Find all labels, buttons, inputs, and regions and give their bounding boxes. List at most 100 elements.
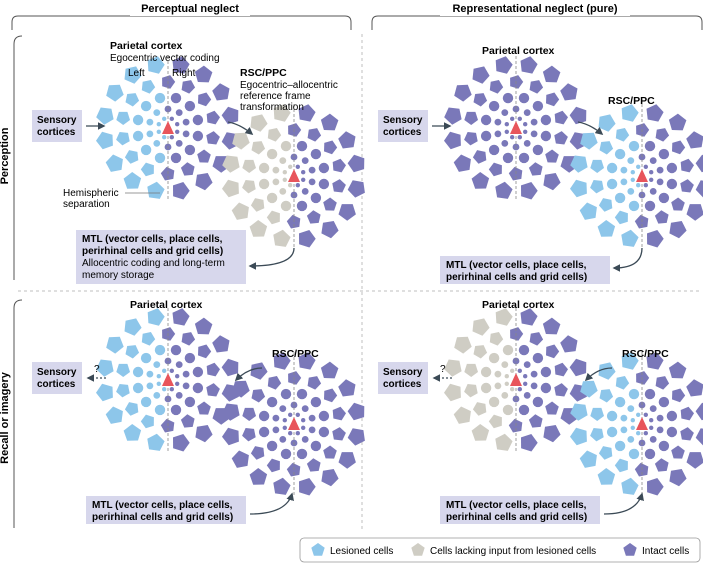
cell-pentagon: [570, 428, 587, 446]
cell-dot: [281, 449, 291, 459]
cell-pentagon: [616, 128, 629, 142]
cell-pentagon: [288, 371, 301, 385]
cell-dot: [531, 119, 538, 126]
cell-dot: [141, 145, 151, 155]
cell-pentagon: [267, 459, 280, 473]
cell-dot: [519, 153, 529, 163]
cell-dot: [495, 371, 502, 378]
cell-dot: [518, 387, 522, 391]
cell-pentagon: [197, 402, 211, 415]
cell-dot: [153, 109, 160, 116]
tl-sensory-2: cortices: [37, 127, 76, 138]
cell-pentagon: [570, 107, 587, 125]
cell-dot: [650, 157, 657, 164]
cell-pentagon: [207, 111, 220, 125]
tl-hemispheric-1: Hemispheric: [63, 188, 119, 199]
cell-pentagon: [250, 220, 268, 237]
cell-pentagon: [510, 327, 523, 341]
cell-pentagon: [273, 478, 290, 495]
cell-dot: [650, 405, 657, 412]
cell-dot: [283, 170, 287, 174]
bl-rsc-label: RSC/PPC: [272, 348, 319, 360]
cell-dot: [297, 141, 307, 151]
cell-pentagon: [543, 318, 561, 335]
cell-pentagon: [250, 468, 268, 485]
cell-pentagon: [590, 408, 604, 421]
cell-dot: [157, 122, 161, 126]
bl-question-mark: ?: [94, 364, 100, 375]
cell-pentagon: [242, 408, 256, 421]
cell-pentagon: [621, 478, 638, 495]
header-representational-neglect: Representational neglect (pure): [452, 3, 617, 15]
cell-pentagon: [96, 384, 113, 402]
cell-dot: [631, 426, 635, 430]
cell-pentagon: [124, 424, 142, 441]
cell-pentagon: [444, 108, 461, 125]
cell-pentagon: [321, 469, 338, 486]
cell-dot: [301, 170, 305, 174]
br-sensory-1: Sensory: [383, 367, 423, 378]
cell-pentagon: [333, 407, 346, 421]
cell-pentagon: [444, 360, 461, 377]
cell-pentagon: [473, 66, 490, 83]
cell-pentagon: [268, 376, 281, 390]
cell-dot: [267, 441, 277, 451]
cell-pentagon: [580, 203, 597, 220]
tl-left-label: Left: [128, 68, 145, 79]
cell-dot: [176, 109, 183, 116]
cell-pentagon: [554, 131, 568, 144]
right-header-bracket: [372, 16, 702, 30]
cell-pentagon: [590, 180, 604, 193]
cell-dot: [649, 426, 653, 430]
cell-dot: [505, 130, 509, 134]
cell-dot: [297, 449, 307, 459]
cell-pentagon: [489, 415, 502, 429]
cell-dot: [185, 353, 195, 363]
cell-pentagon: [636, 371, 649, 385]
cell-pentagon: [474, 93, 488, 106]
cell-dot: [621, 167, 628, 174]
cell-pentagon: [348, 155, 365, 173]
cell-dot: [629, 389, 639, 399]
cell-dot: [636, 413, 640, 417]
cell-dot: [523, 382, 527, 386]
cell-pentagon: [686, 131, 703, 148]
cell-dot: [533, 397, 543, 407]
cell-dot: [183, 131, 190, 138]
cell-dot: [175, 374, 179, 378]
cell-dot: [193, 367, 203, 377]
cell-pentagon: [252, 141, 266, 154]
cell-pentagon: [545, 150, 559, 163]
cell-pentagon: [321, 221, 338, 238]
cell-dot: [505, 374, 509, 378]
cell-pentagon: [696, 180, 703, 197]
cell-dot: [162, 117, 166, 121]
cell-pentagon: [106, 155, 123, 172]
cell-dot: [283, 178, 287, 182]
cell-dot: [147, 119, 154, 126]
cell-pentagon: [600, 389, 614, 402]
cell-pentagon: [251, 362, 268, 379]
cell-pentagon: [489, 163, 502, 177]
cell-pentagon: [161, 419, 175, 433]
cell-dot: [279, 405, 286, 412]
cell-dot: [176, 392, 183, 399]
cell-dot: [524, 392, 531, 399]
center-triangle: [162, 373, 174, 386]
header-perceptual-neglect: Perceptual neglect: [141, 3, 239, 15]
cell-pentagon: [454, 407, 471, 424]
cell-dot: [644, 165, 648, 169]
cell-pentagon: [464, 132, 478, 145]
cell-pentagon: [509, 167, 523, 181]
cell-dot: [621, 179, 628, 186]
cell-dot: [629, 141, 639, 151]
cell-pentagon: [496, 56, 513, 74]
cell-pentagon: [198, 93, 211, 107]
cell-dot: [649, 178, 653, 182]
cell-dot: [193, 115, 203, 125]
center-triangle: [162, 121, 174, 134]
cell-pentagon: [307, 210, 321, 223]
cell-pentagon: [598, 468, 616, 485]
cell-pentagon: [546, 93, 559, 107]
